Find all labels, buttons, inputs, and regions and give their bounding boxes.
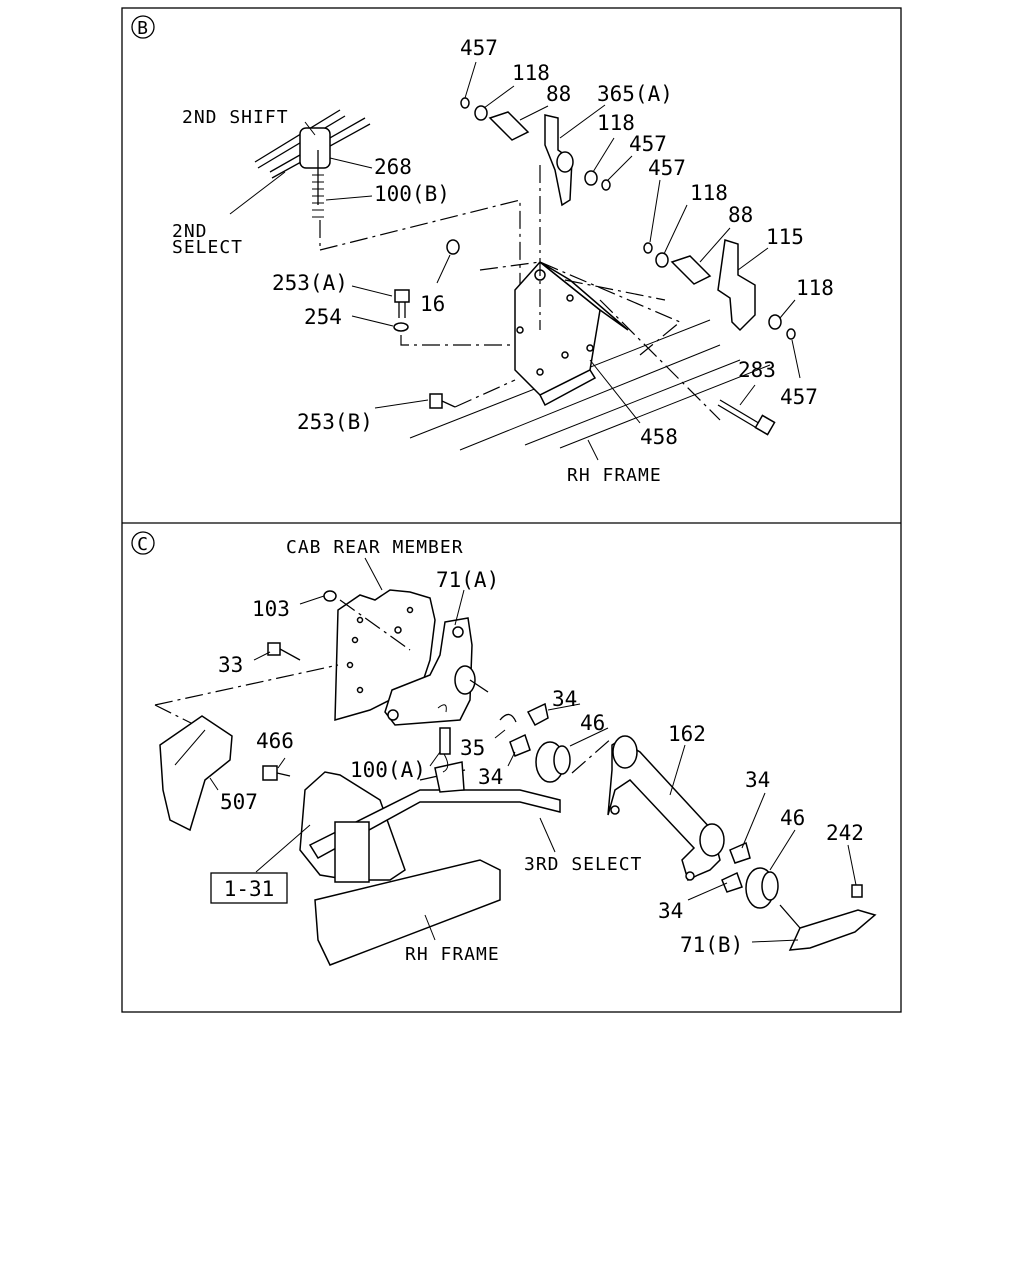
label-34: 34: [745, 768, 770, 792]
panel-c-badge: [131, 531, 155, 555]
label-71b: 71(B): [680, 933, 743, 957]
labels-c: CAB REAR MEMBER 71(A) 103 33 34 46 162 4…: [210, 537, 864, 965]
label-88: 88: [728, 203, 753, 227]
label-88: 88: [546, 82, 571, 106]
tube-162: [607, 735, 725, 882]
fasteners-b: [393, 239, 516, 409]
label-34: 34: [658, 899, 683, 923]
bracket-507: [159, 715, 291, 832]
label-46: 46: [780, 806, 805, 830]
label-118: 118: [597, 111, 635, 135]
frame-line: [524, 359, 741, 446]
bushing-set-lower: [721, 841, 877, 951]
labels-b: 457 118 88 365(A) 118 457 457 118 88 115…: [172, 36, 834, 486]
label-rh-frame: RH FRAME: [567, 465, 662, 486]
ref-box-1-31: [210, 872, 288, 904]
leader-lines-b: [229, 61, 801, 461]
label-458: 458: [640, 425, 678, 449]
label-115: 115: [766, 225, 804, 249]
diagram-border: [121, 7, 902, 1013]
label-46: 46: [580, 711, 605, 735]
label-268: 268: [374, 155, 412, 179]
label-16: 16: [420, 292, 445, 316]
label-283: 283: [738, 358, 776, 382]
label-35: 35: [460, 736, 485, 760]
panel-b-badge-letter: B: [137, 18, 149, 39]
label-365a: 365(A): [597, 82, 673, 106]
label-162: 162: [668, 722, 706, 746]
label-254: 254: [304, 305, 342, 329]
label-457: 457: [629, 132, 667, 156]
label-34: 34: [552, 687, 577, 711]
label-cab-rear-member: CAB REAR MEMBER: [286, 537, 464, 558]
label-2nd-shift: 2ND SHIFT: [182, 107, 289, 128]
panel-c: C: [131, 531, 877, 966]
label-242: 242: [826, 821, 864, 845]
label-507: 507: [220, 790, 258, 814]
label-100a: 100(A): [350, 758, 426, 782]
select-rod-3rd: [299, 704, 561, 966]
label-466: 466: [256, 729, 294, 753]
fasteners-c: [154, 590, 339, 726]
label-457: 457: [460, 36, 498, 60]
bracket-458: [479, 260, 721, 421]
panel-b: B: [131, 15, 834, 486]
lever-365a: [539, 114, 574, 330]
bushing-set-upper: [499, 702, 613, 783]
label-253a: 253(A): [272, 271, 348, 295]
label-2nd: 2ND: [172, 221, 208, 242]
label-103: 103: [252, 597, 290, 621]
label-100b: 100(B): [374, 182, 450, 206]
label-34: 34: [478, 765, 503, 789]
panel-c-badge-letter: C: [137, 534, 149, 555]
bolt-283: [717, 399, 776, 436]
label-ref-1-31: 1-31: [224, 877, 275, 901]
label-rh-frame: RH FRAME: [405, 944, 500, 965]
shift-rod-assembly: [254, 109, 521, 350]
label-457: 457: [780, 385, 818, 409]
frame-line: [559, 364, 771, 449]
pin-88-upper: [460, 97, 611, 191]
label-select: SELECT: [172, 237, 243, 258]
leader-lines-c: [209, 557, 857, 943]
bracket-71a: [384, 617, 489, 726]
panel-b-badge: [131, 15, 155, 39]
label-118: 118: [512, 61, 550, 85]
label-3rd-select: 3RD SELECT: [524, 854, 642, 875]
frame-line: [459, 344, 721, 451]
label-33: 33: [218, 653, 243, 677]
label-253b: 253(B): [297, 410, 373, 434]
label-118: 118: [796, 276, 834, 300]
label-457: 457: [648, 156, 686, 180]
label-71a: 71(A): [436, 568, 499, 592]
lever-115: [643, 239, 796, 340]
label-118: 118: [690, 181, 728, 205]
